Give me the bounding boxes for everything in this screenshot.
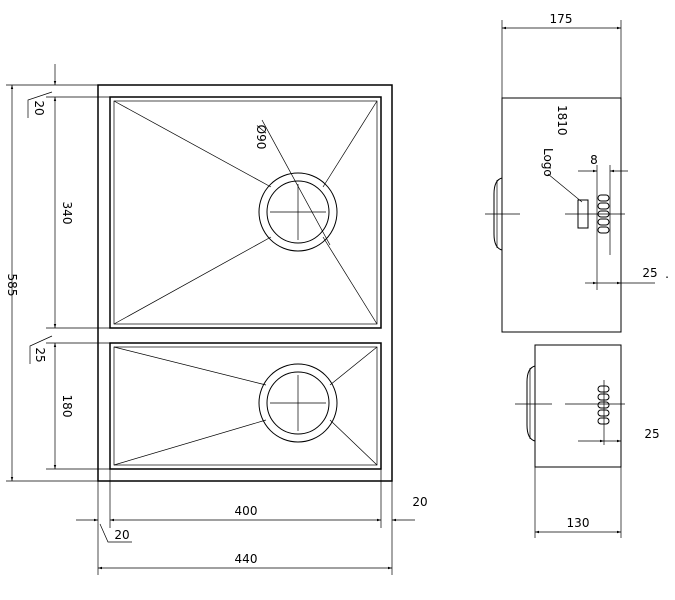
lower-overflow-slots <box>597 385 610 425</box>
dim-lower-depth: 130 <box>567 516 590 530</box>
model-label: 1810 <box>555 105 569 136</box>
dim-middle-border: 25 <box>33 347 47 362</box>
dim-lower-bowl-height: 180 <box>60 395 74 418</box>
lower-drain <box>258 363 338 443</box>
upper-side-profile <box>485 97 655 333</box>
dim-overflow-width: 8 <box>590 153 598 167</box>
dim-lower-overflow-offset: 25 <box>644 427 659 441</box>
dim-upper-overflow-offset: 25 <box>642 266 657 280</box>
dim-side-border-right: 20 <box>412 495 427 509</box>
upper-bowl <box>109 96 382 329</box>
side-view: 175 <box>485 12 669 538</box>
dim-upper-depth: 175 <box>550 12 573 26</box>
front-view: 585 20 340 25 180 Ø90 400 20 20 440 <box>5 64 428 575</box>
dim-side-border-left: 20 <box>114 528 129 542</box>
lower-bowl <box>109 342 382 470</box>
dim-total-width: 440 <box>235 552 258 566</box>
dim-inner-width: 400 <box>235 504 258 518</box>
dim-total-height: 585 <box>5 274 19 297</box>
dim-drain-diameter: Ø90 <box>254 125 268 150</box>
bottom-dimensions <box>76 469 415 575</box>
logo-label: Logo <box>541 148 555 177</box>
upper-drain <box>258 119 338 252</box>
left-dimensions <box>6 64 110 482</box>
lower-side-profile <box>515 344 625 538</box>
dim-top-border: 20 <box>32 100 46 115</box>
sink-outer-rim <box>97 84 393 482</box>
stray-dot: . <box>665 267 669 281</box>
dim-upper-bowl-height: 340 <box>60 202 74 225</box>
